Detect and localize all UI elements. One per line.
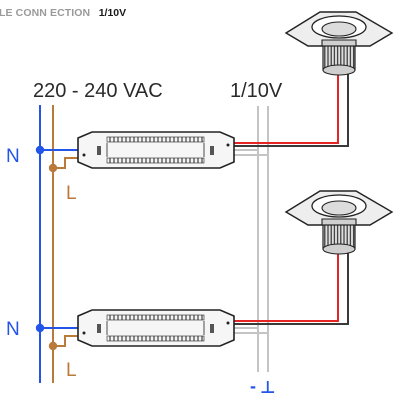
control-minus-label: - xyxy=(250,376,256,394)
header-accent: 1/10V xyxy=(99,7,126,19)
control-ground-symbol: ⊥ xyxy=(260,378,276,394)
mains-voltage-label: 220 - 240 VAC xyxy=(33,80,163,102)
header-title: LE CONN ECTION xyxy=(0,7,90,19)
live-junction-bottom xyxy=(48,341,58,351)
driver-top xyxy=(77,131,235,169)
downlight-top xyxy=(284,11,394,76)
live-tap-bottom xyxy=(53,335,78,347)
live-label-bottom: L xyxy=(66,360,77,381)
downlight-bottom xyxy=(284,190,394,255)
dim-signal-label: 1/10V xyxy=(230,80,283,102)
neutral-label-top: N xyxy=(6,146,20,167)
driver-bottom xyxy=(77,309,235,347)
neutral-label-bottom: N xyxy=(6,319,20,340)
neutral-junction-bottom xyxy=(35,323,45,333)
live-junction-top xyxy=(48,163,58,173)
control-wires xyxy=(234,106,269,372)
live-tap-top xyxy=(53,157,78,169)
output-positive-bottom xyxy=(234,252,339,322)
output-positive-top xyxy=(234,74,339,144)
output-negative-bottom xyxy=(234,252,349,325)
output-negative-top xyxy=(234,74,349,147)
svg-text:LE CONN ECTION 1/10V: LE CONN ECTION 1/10V xyxy=(0,3,126,20)
live-label-top: L xyxy=(66,183,77,204)
neutral-junction-top xyxy=(35,145,45,155)
